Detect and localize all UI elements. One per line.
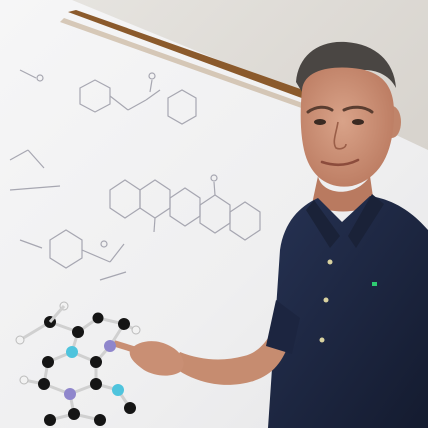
person-shirt-button — [327, 259, 333, 265]
molecule-model-icon — [15, 301, 141, 426]
person-face — [300, 67, 394, 187]
person-eye-left — [314, 119, 326, 125]
whiteboard-drawings — [9, 69, 261, 281]
whiteboard-wood-edge — [68, 10, 360, 118]
person-eyebrow-left — [306, 105, 334, 114]
person-shirt — [268, 196, 428, 428]
person-eye-right — [352, 119, 364, 125]
person-neck — [312, 176, 374, 212]
person-arm — [172, 318, 290, 385]
whiteboard-wood-edge-shadow — [60, 18, 356, 126]
person-shirt-button — [323, 297, 329, 303]
person-shirt-button — [319, 337, 325, 343]
person-eyebrow-right — [342, 105, 374, 114]
person-sleeve — [266, 300, 300, 354]
person-hand — [129, 341, 184, 376]
person-shirt-logo — [372, 282, 377, 286]
person-finger — [112, 340, 140, 354]
person-nose — [333, 121, 347, 150]
person-shirt-collar-right — [348, 194, 384, 248]
person-mouth — [320, 158, 360, 167]
person-shirt-collar — [306, 200, 340, 248]
person-hair — [296, 41, 396, 92]
